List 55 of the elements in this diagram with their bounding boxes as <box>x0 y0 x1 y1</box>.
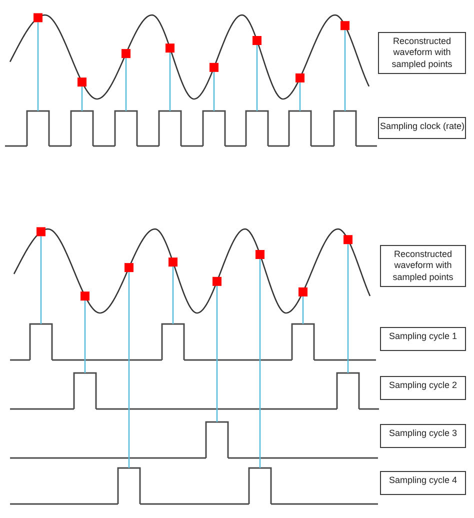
clock-pulse <box>114 110 138 146</box>
clock-pulse <box>70 110 94 146</box>
sampling-line <box>347 244 349 373</box>
row-label: Sampling clock (rate) <box>378 117 466 139</box>
sample-marker <box>296 73 304 82</box>
clock-pulse <box>333 110 357 146</box>
sampling-line <box>216 286 218 422</box>
sampling-line <box>213 72 215 111</box>
sampling-line <box>302 296 304 324</box>
sampling-line <box>344 30 346 111</box>
sample-marker <box>212 276 222 286</box>
sample-marker <box>252 36 262 45</box>
sample-marker <box>256 250 264 259</box>
clock-pulse <box>117 467 141 504</box>
sampling-line <box>299 82 301 111</box>
sample-marker <box>168 258 178 267</box>
clock-pulse <box>248 467 272 504</box>
sample-marker <box>122 49 130 58</box>
clock-pulse <box>288 110 312 146</box>
row-label: Reconstructed waveform with sampled points <box>380 245 466 287</box>
sample-marker <box>344 235 352 244</box>
sampling-line <box>81 86 83 111</box>
sample-marker <box>34 13 42 22</box>
sample-marker <box>36 227 46 236</box>
sampling-line <box>84 300 86 373</box>
row-label: Sampling cycle 2 <box>380 376 466 400</box>
sample-marker <box>78 78 86 87</box>
clock-pulse <box>291 323 315 360</box>
clock-pulse <box>29 323 53 360</box>
clock-pulse <box>26 110 50 146</box>
sample-marker <box>166 44 174 53</box>
clock-pulse <box>161 323 185 360</box>
sampling-line <box>259 259 261 468</box>
row-label: Sampling cycle 4 <box>380 471 466 495</box>
sample-marker <box>80 292 90 301</box>
sampling-line <box>128 272 130 468</box>
clock-pulse <box>336 372 360 409</box>
clock-pulse <box>73 372 97 409</box>
clock-pulse <box>205 421 229 458</box>
sampling-line <box>256 45 258 111</box>
sampling-line <box>172 266 174 324</box>
sampling-line <box>40 236 42 324</box>
row-label: Reconstructed waveform with sampled points <box>378 32 466 74</box>
row-label: Sampling cycle 1 <box>380 327 466 351</box>
sample-marker <box>210 62 218 72</box>
row-label: Sampling cycle 3 <box>380 424 466 448</box>
sampling-line <box>37 22 39 111</box>
clock-pulse <box>158 110 182 146</box>
sampling-line <box>169 52 171 111</box>
clock-pulse <box>202 110 226 146</box>
sample-marker <box>298 287 308 296</box>
clock-pulse <box>245 110 269 146</box>
sample-marker <box>124 263 134 272</box>
sample-marker <box>340 21 350 30</box>
sampling-line <box>125 58 127 111</box>
